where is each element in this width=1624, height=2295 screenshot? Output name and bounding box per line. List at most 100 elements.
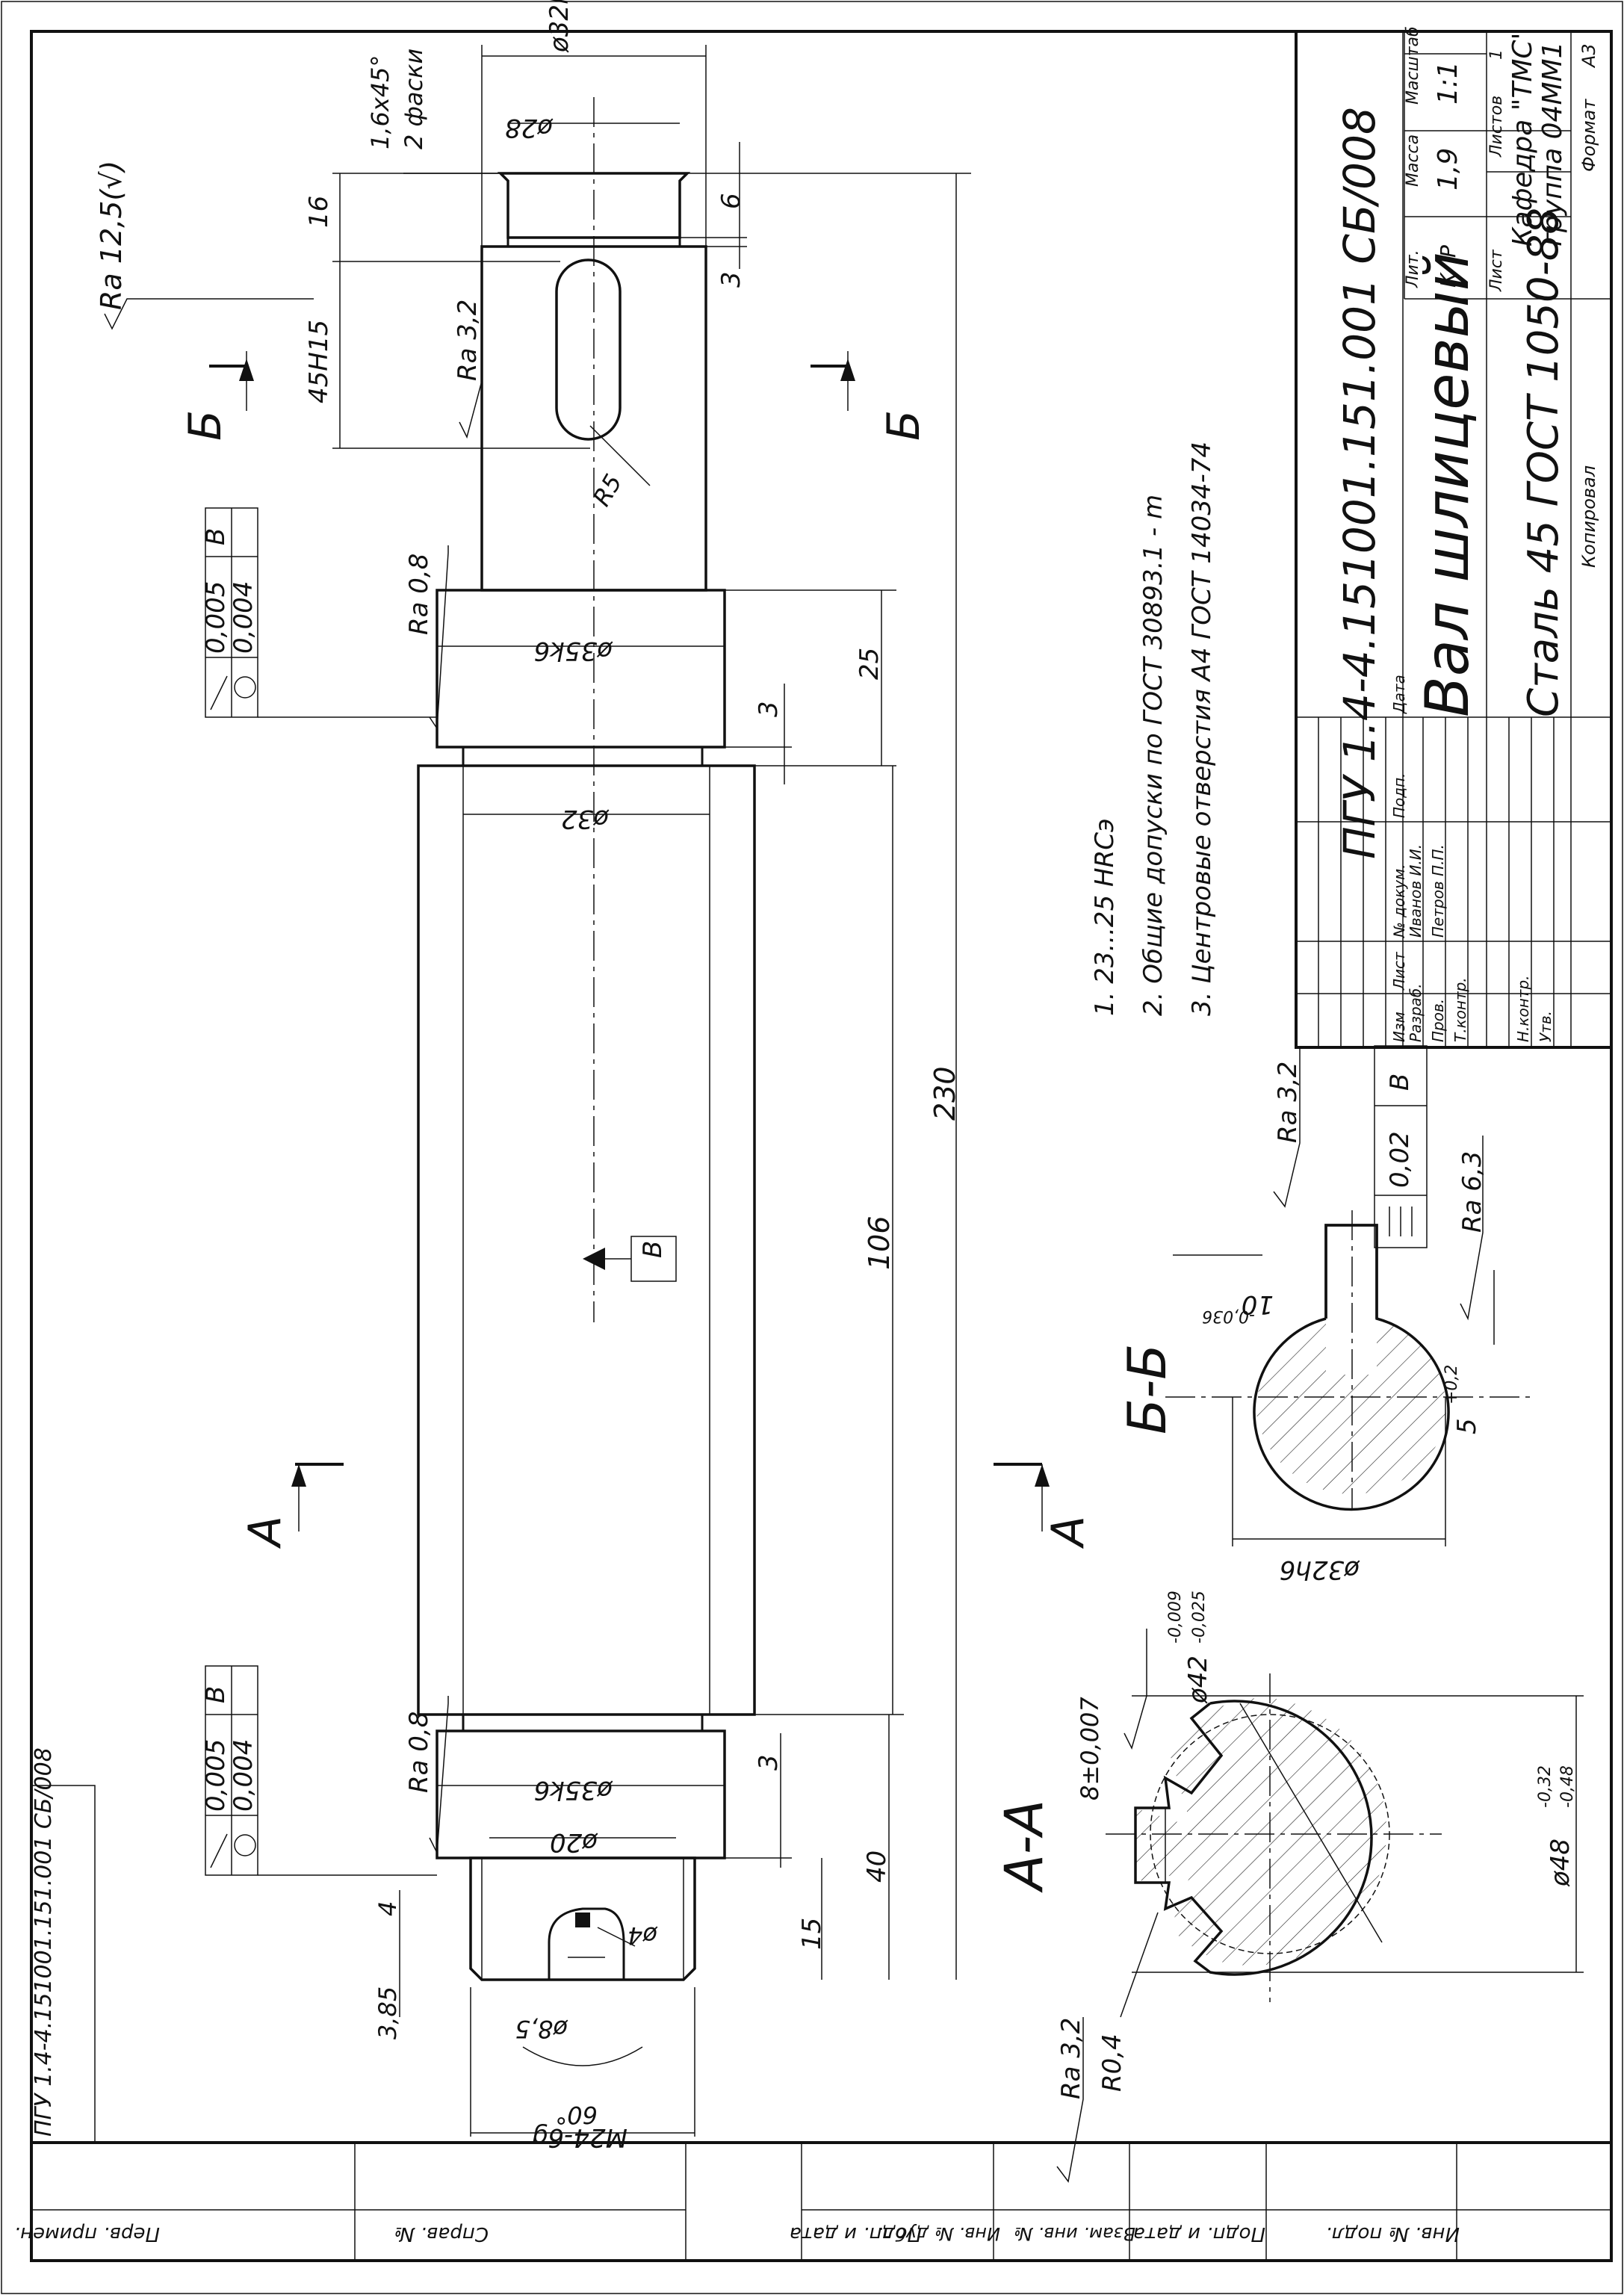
org-line-1: Кафедра "ТМС"	[1507, 28, 1538, 247]
dim-385: 3,85	[374, 1986, 402, 2040]
corner-designation: ПГУ 1.4-4.151001.151.001 СБ/008	[31, 1747, 57, 2137]
section-b-left: Б	[179, 410, 232, 441]
tb-col-sign: Подп.	[1390, 772, 1408, 818]
bb-ra32: Ra 3,2	[1273, 1062, 1303, 1143]
dim-3-top: 3	[716, 271, 746, 288]
dim-chamfer-count: 2 фаски	[400, 49, 428, 149]
bb-title: Б-Б	[1117, 1344, 1178, 1434]
tb-name-prov: Петров П.П.	[1429, 844, 1447, 938]
strip-podp-2: Подп. и дата	[1133, 2223, 1265, 2245]
dim-d28: ø28	[505, 113, 554, 143]
strip-inv-podl: Инв. № подл.	[1326, 2223, 1460, 2245]
material: Сталь 45 ГОСТ 1050-88	[1519, 208, 1568, 717]
dim-thread: M24-6g	[532, 2122, 627, 2152]
tb-row-utv: Утв.	[1537, 1011, 1555, 1042]
dim-60deg: 60°	[555, 2101, 598, 2129]
tb-lit-label: Лит.	[1404, 250, 1422, 288]
note-3: 3. Центровые отверстия А4 ГОСТ 14034-74	[1187, 442, 1217, 1016]
general-roughness: Ra 12,5(√)	[95, 161, 314, 330]
fcf-cyl-1: 0,004	[229, 581, 258, 654]
tb-sheet-label: Лист	[1487, 249, 1506, 292]
bb-d32h6: ø32h6	[1280, 1555, 1360, 1585]
section-a-right: А	[1042, 1516, 1094, 1549]
format-label: Формат	[1578, 99, 1599, 172]
dim-chamfer: 1,6x45°	[366, 55, 394, 149]
tb-row-tkontr: Т.контр.	[1451, 977, 1469, 1042]
aa-ra32-bottom: Ra 3,2	[1056, 2018, 1086, 2099]
datum-b: В	[638, 1241, 668, 1258]
tb-col-izm: Изм	[1390, 1012, 1408, 1042]
section-bb: ø32h6 10 -0,036 5 +0,2 Ra 3,2 0,02 В Ra …	[1117, 1045, 1531, 1585]
dim-25: 25	[855, 648, 884, 680]
aa-r04: R0,4	[1097, 2034, 1127, 2092]
bb-sym-datum: В	[1385, 1074, 1415, 1091]
tb-lit-1: К	[1436, 272, 1460, 288]
bb-ra63: Ra 6,3	[1457, 1151, 1487, 1233]
datum-b-box	[630, 1236, 677, 1282]
fcf-datum-1: В	[201, 528, 231, 545]
dim-106: 106	[863, 1215, 896, 1270]
section-b-right: Б	[878, 410, 930, 441]
tb-name-razrab: Иванов И.И.	[1407, 844, 1425, 938]
tb-row-nkontr: Н.контр.	[1514, 976, 1532, 1043]
tb-mass-label: Масса	[1404, 134, 1422, 187]
fcf-top: 0,005 0,004 В	[201, 507, 437, 718]
fcf-datum-2: В	[201, 1686, 231, 1703]
copied-label: Копировал	[1578, 465, 1599, 568]
tb-col-list: Лист	[1390, 951, 1408, 991]
aa-d48: ø48	[1546, 1839, 1575, 1887]
format-value: А3	[1578, 43, 1599, 69]
fcf-cyl-2: 0,004	[229, 1739, 258, 1812]
dim-d20: ø20	[550, 1827, 598, 1857]
tb-scale-label: Масштаб	[1404, 26, 1422, 105]
technical-notes: 1. 23...25 HRCэ 2. Общие допуски по ГОСТ…	[1090, 442, 1217, 1016]
shaft-main-view	[417, 97, 756, 1981]
fcf-runout-2: 0,005	[201, 1739, 231, 1812]
dim-16: 16	[304, 196, 334, 228]
dim-3-a: 3	[754, 701, 784, 717]
bb-key-width: 10	[1242, 1289, 1274, 1319]
tb-scale-value: 1:1	[1433, 61, 1463, 105]
side-strip: Перв. примен. Справ. № Подп. и дата Инв.…	[14, 2141, 1613, 2262]
dim-3-b: 3	[754, 1754, 784, 1771]
dim-230: 230	[929, 1066, 961, 1121]
keyway-slot	[555, 258, 622, 441]
strip-sprav: Справ. №	[394, 2223, 489, 2245]
ra32-keyway: Ra 3,2	[453, 300, 483, 381]
dim-4: 4	[374, 1901, 402, 1916]
corner-designation-box	[31, 1785, 96, 2143]
aa-d42-tol-top: -0,009	[1166, 1591, 1185, 1644]
section-marks: Б Б А А	[179, 351, 1094, 1549]
dim-d35k6-bottom: ø35k6	[534, 1775, 613, 1805]
dim-d32: ø32	[561, 804, 610, 834]
general-roughness-text: Ra 12,5(√)	[95, 161, 128, 310]
org-line-2: группа 04ММ1	[1537, 42, 1568, 247]
bb-depth: 5	[1452, 1418, 1482, 1434]
bb-sym-tol: 0,02	[1385, 1131, 1415, 1188]
shaft-body	[417, 764, 756, 1716]
dim-40: 40	[862, 1850, 892, 1883]
dim-d35k6-top: ø35k6	[534, 636, 613, 666]
title-designation: ПГУ 1.4-4.151001.151.001 СБ/008	[1334, 107, 1385, 859]
tb-row-prov: Пров.	[1429, 999, 1447, 1042]
note-2: 2. Общие допуски по ГОСТ 30893.1 - m	[1138, 495, 1168, 1016]
aa-d42-tol-bot: -0,025	[1190, 1591, 1209, 1644]
fcf-bottom: 0,005 0,004 В	[201, 1665, 437, 1876]
dim-6: 6	[716, 193, 746, 209]
strip-vzam: Взам. инв. №	[1014, 2223, 1135, 2244]
title-block: ПГУ 1.4-4.151001.151.001 СБ/008 Вал шлиц…	[1295, 26, 1613, 1049]
aa-d48-tol-top: -0,32	[1536, 1765, 1555, 1808]
aa-title: А-А	[994, 1800, 1055, 1893]
dim-r5: R5	[587, 469, 627, 511]
strip-perv-primen: Перв. примен.	[14, 2223, 160, 2245]
part-name: Вал шлицевый	[1413, 252, 1482, 717]
bb-depth-tol: +0,2	[1442, 1365, 1461, 1404]
dim-d85: ø8,5	[515, 2015, 568, 2043]
tb-sheets-value: 1	[1487, 49, 1506, 60]
dim-d4: ø4	[627, 1921, 658, 1950]
tb-col-date: Дата	[1390, 675, 1408, 714]
fcf-runout-1: 0,005	[201, 581, 231, 654]
section-aa: ø48 -0,32 -0,48 ø42 -0,009 -0,025 8±0,00…	[994, 1591, 1584, 2183]
